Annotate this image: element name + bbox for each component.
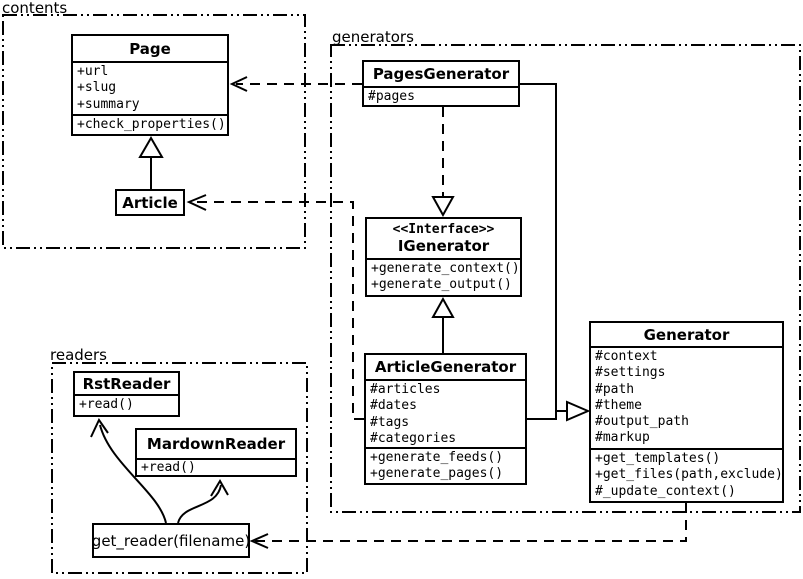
- method-get-files: +get_files(path,exclude): [595, 467, 782, 483]
- method-update-context: #_update_context(): [595, 483, 736, 499]
- package-readers-border: [51, 362, 308, 574]
- package-contents-border: [2, 14, 306, 249]
- hollow-triangle-arrowhead: [138, 136, 164, 158]
- class-articlegenerator: ArticleGenerator #articles #dates #tags …: [364, 353, 527, 485]
- open-arrowhead: [186, 194, 207, 211]
- package-label-readers: readers: [50, 346, 107, 364]
- method-generate-pages: +generate_pages(): [370, 466, 504, 482]
- realization-pagesgenerator-to-igenerator: [431, 107, 455, 218]
- hollow-triangle-arrowhead: [431, 296, 455, 318]
- attr-summary: +summary: [77, 96, 140, 112]
- method-check-properties: +check_properties(): [77, 117, 226, 132]
- class-article-name: Article: [122, 193, 178, 212]
- package-generators-border: [330, 44, 801, 513]
- generalization-articlegenerator-to-igenerator: [431, 296, 455, 353]
- dependency-articlegenerator-to-article: [186, 194, 364, 420]
- class-page: Page +url +slug +summary +check_properti…: [71, 34, 229, 136]
- method-read: +read(): [141, 460, 196, 475]
- class-articlegenerator-name: ArticleGenerator: [366, 355, 525, 381]
- dependency-pagesgenerator-to-page: [229, 76, 362, 92]
- open-arrowhead: [249, 533, 269, 549]
- method-generate-context: +generate_context(): [371, 261, 520, 276]
- method-generate-output: +generate_output(): [371, 277, 512, 293]
- attr-path: #path: [595, 381, 635, 397]
- class-igenerator-header: <<Interface>> IGenerator: [367, 219, 520, 260]
- class-pagesgenerator: PagesGenerator #pages: [362, 60, 520, 107]
- class-mardownreader: MardownReader +read(): [135, 428, 297, 477]
- class-rstreader-name: RstReader: [75, 373, 178, 396]
- class-mardownreader-name: MardownReader: [137, 430, 295, 460]
- attr-articles: #articles: [370, 382, 441, 397]
- attr-settings: #settings: [595, 365, 666, 381]
- attr-url: +url: [77, 64, 109, 79]
- class-igenerator: <<Interface>> IGenerator +generate_conte…: [365, 217, 522, 297]
- open-arrowhead: [229, 76, 248, 92]
- hollow-triangle-arrowhead: [566, 400, 591, 422]
- class-igenerator-stereotype: <<Interface>>: [392, 221, 495, 237]
- class-pagesgenerator-name: PagesGenerator: [364, 62, 518, 88]
- dependency-generator-to-getreader: [249, 503, 687, 549]
- generalization-articlegenerator-to-generator: [527, 400, 591, 422]
- method-get-templates: +get_templates(): [595, 451, 721, 466]
- attr-pages: #pages: [368, 89, 415, 104]
- open-arrowhead: [210, 479, 229, 497]
- generalization-pagesgenerator-to-generator: [520, 83, 567, 412]
- attr-tags: #tags: [370, 414, 410, 430]
- open-arrowhead: [90, 418, 109, 438]
- class-rstreader: RstReader +read(): [73, 371, 180, 417]
- attr-markup: #markup: [595, 430, 650, 446]
- attr-slug: +slug: [77, 80, 117, 96]
- class-page-name: Page: [73, 36, 227, 63]
- attr-theme: #theme: [595, 397, 642, 413]
- class-article: Article: [115, 189, 185, 216]
- association-getreader-to-mardownreader: [177, 479, 229, 524]
- class-generator-name: Generator: [591, 323, 782, 348]
- method-read: +read(): [79, 397, 134, 412]
- attr-output-path: #output_path: [595, 414, 689, 430]
- package-label-generators: generators: [332, 28, 414, 46]
- class-igenerator-name: IGenerator: [397, 236, 490, 255]
- method-generate-feeds: +generate_feeds(): [370, 450, 504, 465]
- package-label-contents: contents: [2, 0, 68, 17]
- attr-categories: #categories: [370, 430, 457, 446]
- hollow-triangle-arrowhead: [431, 196, 455, 218]
- generalization-article-to-page: [138, 136, 164, 189]
- function-get-reader: get_reader(filename): [92, 523, 250, 558]
- association-getreader-to-rstreader: [90, 418, 167, 524]
- attr-dates: #dates: [370, 398, 417, 414]
- class-generator: Generator #context #settings #path #them…: [589, 321, 784, 503]
- attr-context: #context: [595, 349, 658, 364]
